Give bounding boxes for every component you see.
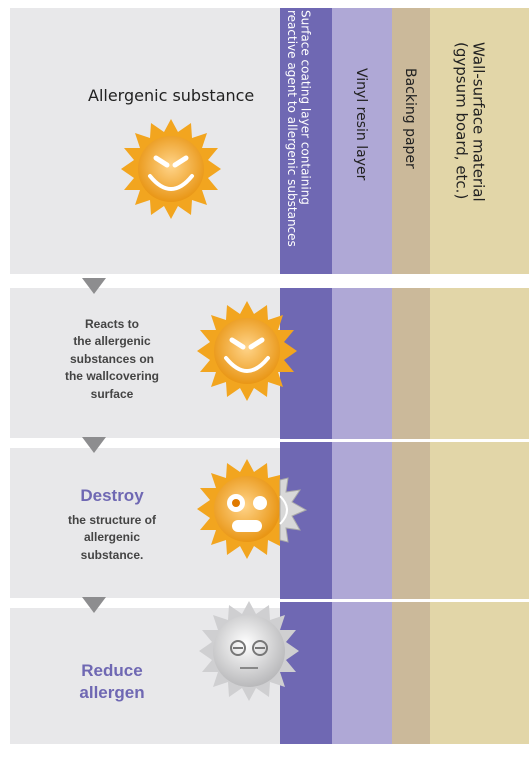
reduce-allergen-title: Reduce allergen xyxy=(79,661,145,703)
backing-paper-layer xyxy=(392,8,430,744)
allergenic-substance-label: Allergenic substance xyxy=(88,86,255,105)
destroy-description: the structure of allergenic substance. xyxy=(67,513,156,562)
broken-allergen-icon xyxy=(197,459,308,559)
separator-3 xyxy=(10,599,529,602)
reacts-description: Reacts to the allergenic substances on t… xyxy=(64,317,160,401)
angry-sun-allergen-icon-2 xyxy=(197,301,297,401)
angry-sun-allergen-icon xyxy=(121,119,221,219)
vinyl-resin-label: Vinyl resin layer xyxy=(353,68,370,181)
neutralized-gray-allergen-icon xyxy=(199,601,299,701)
wall-surface-label: Wall-surface material (gypsum board, etc… xyxy=(452,42,488,202)
destroy-title: Destroy xyxy=(80,486,144,505)
surface-coating-label: Surface coating layer containing reactiv… xyxy=(284,10,313,247)
down-arrow-icon-3 xyxy=(82,597,106,613)
backing-paper-label: Backing paper xyxy=(402,68,419,169)
vinyl-resin-layer xyxy=(332,8,392,744)
surface-coating-layer xyxy=(280,8,332,744)
wall-surface-layer xyxy=(430,8,529,744)
down-arrow-icon-2 xyxy=(82,437,106,453)
separator-2 xyxy=(10,439,529,442)
separator-1 xyxy=(10,274,529,288)
down-arrow-icon xyxy=(82,278,106,294)
